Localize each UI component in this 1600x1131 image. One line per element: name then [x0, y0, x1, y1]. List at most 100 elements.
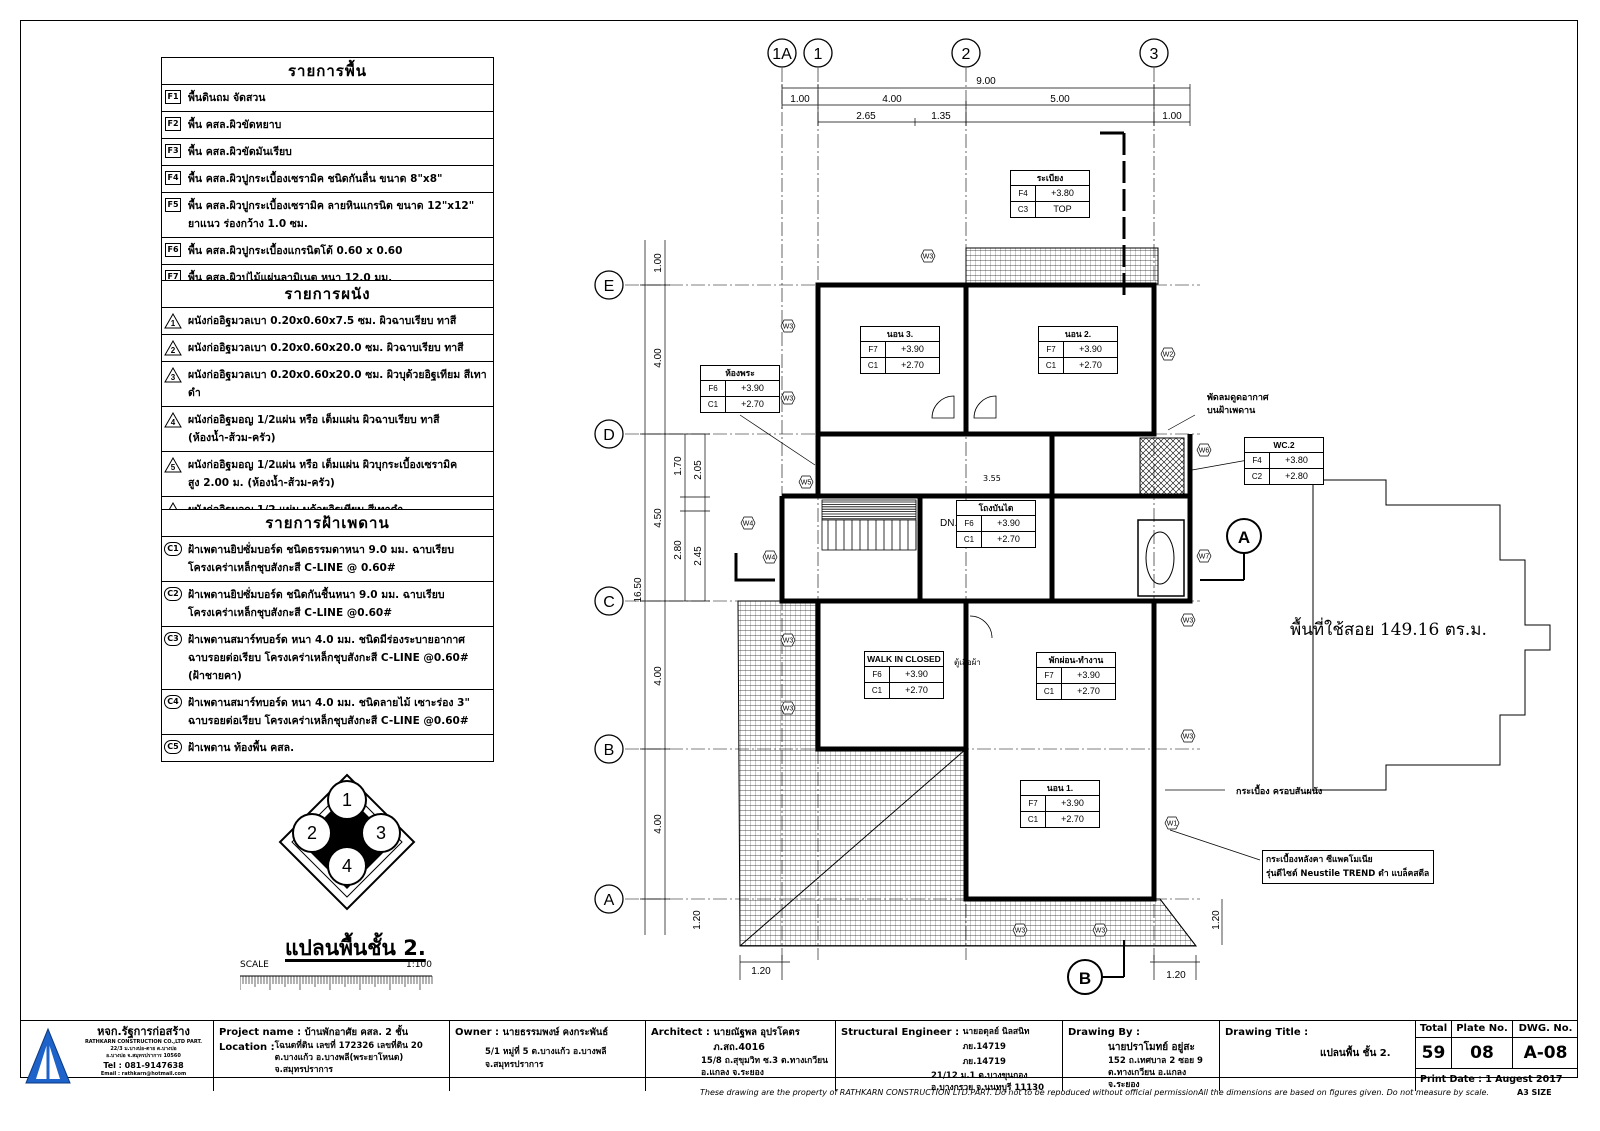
- room-ceiling-level: +2.70: [1079, 360, 1102, 370]
- window-tag-label: W2: [1163, 352, 1174, 359]
- dim-left-400b: 4.00: [653, 666, 664, 686]
- legend-code: 4: [162, 407, 184, 451]
- tb-total-value: 59: [1416, 1038, 1452, 1068]
- window-tag: [1160, 347, 1176, 361]
- window-tag: [780, 319, 796, 333]
- room-name: พักผ่อน-ทำงาน: [1037, 653, 1115, 668]
- tb-architect-value: นายณัฐพล อุปรโคตร ภ.สถ.4016: [713, 1027, 800, 1053]
- legend-code: C3: [162, 627, 184, 689]
- window-tag: [780, 701, 796, 715]
- room-floor-level: +3.90: [1061, 798, 1084, 808]
- window-tag: [1180, 729, 1196, 743]
- tb-architect: Architect : นายณัฐพล อุปรโคตร ภ.สถ.4016 …: [645, 1021, 835, 1091]
- tb-drawing-title-label: Drawing Title :: [1225, 1027, 1309, 1038]
- sheet-frame: [20, 20, 1578, 1078]
- dim-top-r100: 1.00: [1162, 111, 1182, 122]
- room-ceiling-level: +2.70: [997, 534, 1020, 544]
- key-plan-label-3: 3: [376, 823, 386, 843]
- dim-left-170: 1.70: [673, 456, 684, 476]
- grid-bubble-d: [594, 419, 624, 449]
- key-plan-circle-3: [361, 813, 401, 853]
- room-name: ระเบียง: [1011, 171, 1089, 186]
- room-ceiling-level: +2.70: [741, 399, 764, 409]
- tb-company: หจก.รัฐการก่อสร้าง RATHKARN CONSTRUCTION…: [20, 1021, 213, 1091]
- legend-code: F4: [162, 166, 184, 192]
- tb-owner: Owner : นายธรรมพงษ์ คงกระพันธ์ 5/1 หมู่ท…: [449, 1021, 645, 1091]
- fan-label: พัดลมดูดอากาศ บนฝ้าเพดาน: [1207, 393, 1269, 416]
- room-ceiling-code: C1: [1039, 358, 1064, 373]
- tb-architect-addr: 15/8 ถ.สุขุมวิท ซ.3 ต.ทางเกวียน อ.แกลง จ…: [701, 1056, 828, 1078]
- window-tag-label: W3: [923, 254, 934, 261]
- svg-text:5: 5: [171, 463, 176, 472]
- tb-company-name: หจก.รัฐการก่อสร้าง: [97, 1025, 190, 1038]
- area-outline: [1312, 479, 1551, 791]
- room-ceiling-level: +2.80: [1285, 471, 1308, 481]
- section-a: [1200, 518, 1262, 581]
- window-tag: [762, 550, 778, 564]
- legend-text: ผนังก่ออิฐมอญ 1/2แผ่น หรือ เต็มแผ่น ผิวบ…: [188, 459, 458, 489]
- dim-left-400c: 4.00: [653, 814, 664, 834]
- svg-text:3: 3: [171, 373, 176, 382]
- dim-left-total: 16.50: [633, 577, 644, 602]
- room-floor-level: +3.90: [997, 518, 1020, 528]
- tb-structural-label: Structural Engineer :: [841, 1027, 960, 1038]
- legend-code: C2: [162, 582, 184, 626]
- section-a-label: A: [1238, 528, 1250, 547]
- tb-drawing-title: Drawing Title : แปลนพื้น ชั้น 2.: [1219, 1021, 1415, 1091]
- tb-structural-value: นายอดุลย์ นิลสนิท ภย.14719 ภย.14719: [962, 1027, 1030, 1067]
- window-tag-label: W3: [1015, 928, 1026, 935]
- legend-row: 1 ผนังก่ออิฐมวลเบา 0.20x0.60x7.5 ซม. ผิวฉ…: [162, 308, 493, 335]
- room-ceiling-code: C1: [1037, 684, 1062, 699]
- room-ceiling-code: C1: [957, 532, 982, 547]
- room-floor-code: F4: [1011, 186, 1036, 201]
- tb-project-label: Project name :: [219, 1027, 302, 1038]
- floor-legend-title: รายการพื้น: [162, 58, 493, 85]
- company-logo-icon: [25, 1027, 71, 1084]
- room-floor-code: F7: [861, 342, 886, 357]
- legend-row: 4 ผนังก่ออิฐมอญ 1/2แผ่น หรือ เต็มแผ่น ผิว…: [162, 407, 493, 452]
- legend-text: ผนังก่ออิฐมอญ 1/2แผ่น หรือ เต็มแผ่น ผิวฉ…: [188, 414, 440, 444]
- tb-drawing-title-value: แปลนพื้น ชั้น 2.: [1320, 1048, 1391, 1059]
- legend-text: ผนังก่ออิฐมวลเบา 0.20x0.60x7.5 ซม. ผิวฉา…: [188, 315, 457, 327]
- svg-text:4: 4: [171, 418, 176, 427]
- key-plan-circle-4: [327, 846, 367, 886]
- tb-print-date: Print Date : 1 Augest 2017: [1420, 1074, 1563, 1085]
- room-name: โถงบันได: [957, 501, 1035, 516]
- dim-355-label: 3.55: [983, 474, 1001, 483]
- window-tag: [780, 633, 796, 647]
- window-tag-label: W3: [1183, 618, 1194, 625]
- tb-project: Project name : บ้านพักอาศัย คสล. 2 ชั้น …: [213, 1021, 449, 1091]
- tb-structural-addr: 21/12 ม.1 ต.บางขุนกอง อ.บางกรวย จ.นนทบุร…: [931, 1071, 1045, 1093]
- dim-left-245: 2.45: [693, 546, 704, 566]
- sheet-size: A3 SIZE: [1517, 1088, 1552, 1097]
- legend-code: C5: [162, 735, 184, 761]
- tile-wall-label: กระเบื้อง ครอบสันผนัง: [1236, 787, 1323, 797]
- dim-left-120: 1.20: [692, 910, 703, 930]
- grid-label-c: C: [603, 594, 615, 611]
- legend-text: ผนังก่ออิฐมวลเบา 0.20x0.60x20.0 ซม. ผิวบ…: [188, 369, 487, 399]
- legend-row: 3 ผนังก่ออิฐมวลเบา 0.20x0.60x20.0 ซม. ผิว…: [162, 362, 493, 407]
- section-b: [1067, 940, 1125, 995]
- legend-code: 1: [162, 308, 184, 334]
- scale-label: SCALE: [240, 960, 269, 970]
- legend-text: พื้น คสล.ผิวปูกระเบื้องเซรามิค ชนิดกันลื…: [188, 173, 443, 185]
- room-floor-code: F6: [865, 667, 890, 682]
- legend-code: F3: [162, 139, 184, 165]
- dim-bottom-right: 1.20: [1166, 970, 1186, 981]
- window-tag-label: W3: [1183, 734, 1194, 741]
- grid-bubble-1a: [767, 38, 797, 68]
- grid-bubble-3: [1139, 38, 1169, 68]
- room-name: WC.2: [1245, 438, 1323, 453]
- tb-company-email: Email : rathkarn@hotmail.com: [100, 1071, 187, 1077]
- dim-top-265: 2.65: [856, 111, 876, 122]
- dim-top-100: 1.00: [790, 94, 810, 105]
- legend-text: ฝ้าเพดานสมาร์ทบอร์ด หนา 4.0 มม. ชนิดลายไ…: [188, 697, 470, 727]
- window-tag-label: W3: [783, 396, 794, 403]
- legend-row: F4 พื้น คสล.ผิวปูกระเบื้องเซรามิค ชนิดกัน…: [162, 166, 493, 193]
